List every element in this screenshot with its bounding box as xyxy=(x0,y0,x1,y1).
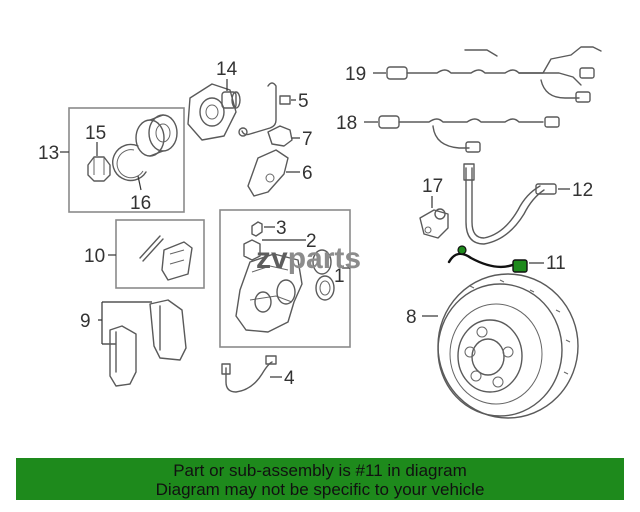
pad-hardware-group: 10 xyxy=(84,219,205,289)
callout-14[interactable]: 14 xyxy=(216,59,238,80)
callout-2[interactable]: 2 xyxy=(306,231,317,252)
callout-17[interactable]: 17 xyxy=(422,176,443,197)
banner-line-1: Part or sub-assembly is #11 in diagram xyxy=(173,461,467,480)
bracket-6: 6 xyxy=(247,149,313,197)
banner-line-2: Diagram may not be specific to your vehi… xyxy=(155,480,485,499)
callout-10[interactable]: 10 xyxy=(84,246,105,267)
brake-pads-9: 9 xyxy=(80,299,187,387)
bolt-5: 5 xyxy=(238,82,309,137)
callout-5[interactable]: 5 xyxy=(298,91,309,112)
clip-7: 7 xyxy=(267,125,313,150)
callout-12[interactable]: 12 xyxy=(572,180,593,201)
callout-11[interactable]: 11 xyxy=(546,253,566,274)
bearing-group: 13 15 16 xyxy=(38,107,185,214)
callout-8[interactable]: 8 xyxy=(406,307,417,328)
callout-18[interactable]: 18 xyxy=(336,113,357,134)
brake-rotor-8: 8 xyxy=(406,273,579,419)
callout-1[interactable]: 1 xyxy=(334,266,345,287)
brake-line-4: 4 xyxy=(221,355,295,393)
callout-19[interactable]: 19 xyxy=(345,64,366,85)
caliper-group: 1 3 2 xyxy=(219,209,351,348)
sensor-wire-18: 18 xyxy=(336,113,560,153)
svg-text:zvparts: zvparts xyxy=(256,242,361,275)
zvparts-logo: zvparts xyxy=(256,242,361,275)
callout-9[interactable]: 9 xyxy=(80,311,91,332)
callout-15[interactable]: 15 xyxy=(85,123,106,144)
sensor-wire-19: 19 xyxy=(345,46,602,103)
callout-3[interactable]: 3 xyxy=(276,218,287,239)
wear-sensor-11[interactable]: 11 xyxy=(447,245,566,274)
callout-16[interactable]: 16 xyxy=(130,193,151,214)
speed-sensor-17: 17 xyxy=(419,176,449,239)
callout-7[interactable]: 7 xyxy=(302,129,313,150)
callout-13[interactable]: 13 xyxy=(38,143,59,164)
hub-flange: 14 xyxy=(187,59,241,141)
callout-6[interactable]: 6 xyxy=(302,163,313,184)
callout-4[interactable]: 4 xyxy=(284,368,295,389)
brake-hose-12: 12 xyxy=(463,163,593,245)
info-banner: Part or sub-assembly is #11 in diagram D… xyxy=(16,458,624,500)
